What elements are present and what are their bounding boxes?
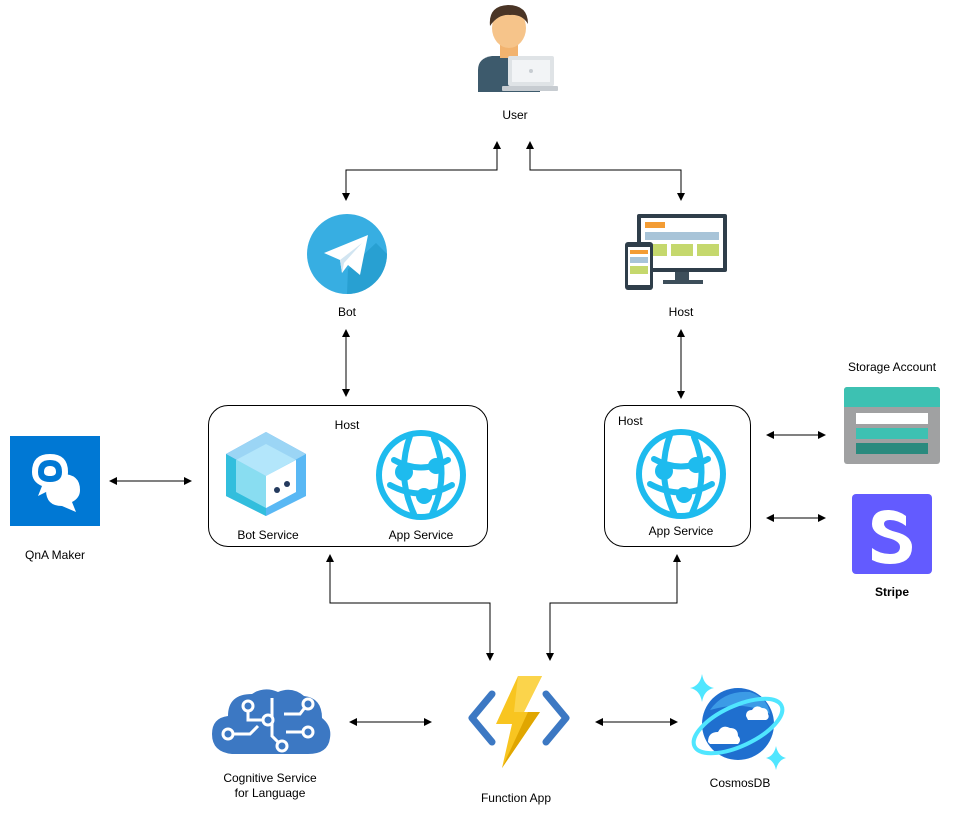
qna-maker-label: QnA Maker xyxy=(24,548,86,562)
left-host-label: Host xyxy=(334,418,360,432)
qna-maker-icon xyxy=(10,436,100,526)
app-service-left-label: App Service xyxy=(388,528,454,542)
function-app-icon xyxy=(468,676,570,768)
edge-righthost-function xyxy=(546,554,681,661)
bot-service-label: Bot Service xyxy=(237,528,299,542)
stripe-label: Stripe xyxy=(874,585,910,599)
bot-service-icon xyxy=(226,432,306,516)
app-service-right-icon xyxy=(636,429,726,519)
cognitive-label-line1: Cognitive Service xyxy=(223,771,317,785)
cognitive-label-line2: for Language xyxy=(234,786,306,800)
function-app-label: Function App xyxy=(480,791,552,805)
edge-user-webhost xyxy=(526,141,685,201)
web-devices-icon xyxy=(625,214,727,290)
storage-label: Storage Account xyxy=(847,360,937,374)
cognitive-service-icon xyxy=(212,689,331,754)
web-host-label: Host xyxy=(668,305,694,319)
right-host-container xyxy=(604,405,751,547)
stripe-icon xyxy=(852,494,932,574)
app-service-left-icon xyxy=(376,430,466,520)
right-host-label: Host xyxy=(618,414,643,428)
bot-label: Bot xyxy=(337,305,357,319)
cosmosdb-icon xyxy=(690,674,786,770)
cosmosdb-label: CosmosDB xyxy=(709,776,771,790)
app-service-right-label: App Service xyxy=(648,524,714,538)
storage-account-icon xyxy=(844,387,940,464)
user-icon xyxy=(478,5,558,92)
edge-user-bot xyxy=(342,141,501,201)
telegram-icon xyxy=(307,214,387,294)
edge-lefthost-function xyxy=(326,554,494,661)
user-label: User xyxy=(502,108,528,122)
